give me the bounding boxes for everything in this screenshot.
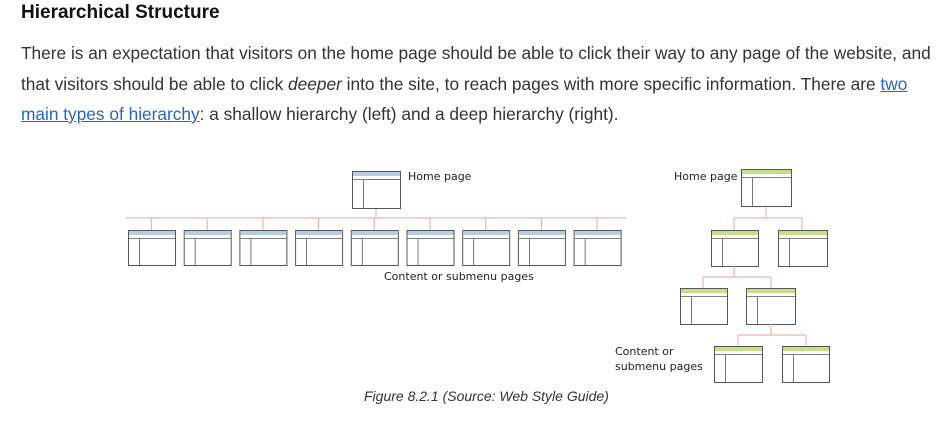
page-frame: [711, 230, 759, 267]
page-header-bar: [353, 172, 400, 176]
page-frame: [295, 230, 344, 266]
deep-level2-page: [746, 288, 796, 325]
deep-level1-page: [711, 230, 759, 267]
shallow-home-page: [352, 171, 401, 209]
shallow-content-label: Content or submenu pages: [384, 270, 534, 283]
page-header-bar: [129, 231, 175, 235]
page-frame: [406, 230, 455, 266]
page-header-bar: [681, 289, 727, 293]
page-frame: [352, 171, 401, 209]
deep-level2-page: [680, 288, 728, 325]
paragraph-text-2: into the site, to reach pages with more …: [341, 73, 881, 94]
page-header-bar: [783, 347, 829, 351]
page-header-bar: [407, 231, 454, 235]
page-frame: [741, 169, 792, 207]
shallow-home-label: Home page: [408, 170, 472, 183]
shallow-hierarchy: [126, 171, 626, 266]
shallow-child-page: [517, 230, 566, 266]
page-header-bar: [742, 170, 791, 174]
deep-home-page: [741, 169, 792, 207]
page-header-bar: [240, 231, 287, 235]
page-frame: [573, 230, 622, 266]
page-header-bar: [574, 231, 621, 235]
page-header-bar: [747, 289, 795, 293]
page-frame: [350, 230, 399, 266]
deep-hierarchy: [680, 169, 830, 383]
deep-content-label-line2: submenu pages: [615, 360, 703, 373]
deep-level1-page: [778, 230, 828, 267]
page-frame: [778, 230, 828, 267]
shallow-child-page: [406, 230, 455, 266]
page-frame: [680, 288, 728, 325]
shallow-child-page: [239, 230, 288, 266]
page-header-bar: [463, 231, 510, 235]
page-header-bar: [184, 231, 231, 235]
intro-paragraph: There is an expectation that visitors on…: [21, 38, 936, 130]
shallow-child-page: [183, 230, 232, 266]
page-frame: [462, 230, 511, 266]
paragraph-text-1: There is an expectation that visitors on…: [21, 43, 931, 94]
figure-caption: Figure 8.2.1 (Source: Web Style Guide): [364, 388, 609, 404]
page-frame: [128, 230, 176, 266]
page-header-bar: [712, 231, 758, 235]
hierarchy-types-link[interactable]: two main types of hierarchy: [21, 73, 908, 125]
shallow-child-page: [462, 230, 511, 266]
shallow-child-page: [350, 230, 399, 266]
shallow-child-page: [573, 230, 622, 266]
deep-content-label-line1: Content or: [615, 345, 674, 358]
deep-home-label: Home page: [674, 170, 738, 183]
page-header-bar: [715, 347, 762, 351]
page-frame: [782, 346, 830, 383]
deep-level3-page: [782, 346, 830, 383]
page-frame: [239, 230, 288, 266]
page-header-bar: [296, 231, 343, 235]
paragraph-text-3: : a shallow hierarchy (left) and a deep …: [199, 104, 619, 124]
paragraph-emphasis: deeper: [288, 73, 342, 94]
page-header-bar: [779, 231, 827, 235]
page-header-bar: [518, 231, 565, 235]
page-frame: [183, 230, 232, 266]
section-heading: Hierarchical Structure: [21, 2, 220, 23]
page-header-bar: [351, 231, 398, 235]
deep-level3-page: [714, 346, 763, 383]
shallow-child-page: [295, 230, 344, 266]
page-frame: [714, 346, 763, 383]
page-frame: [746, 288, 796, 325]
page-frame: [517, 230, 566, 266]
shallow-child-page: [128, 230, 176, 266]
